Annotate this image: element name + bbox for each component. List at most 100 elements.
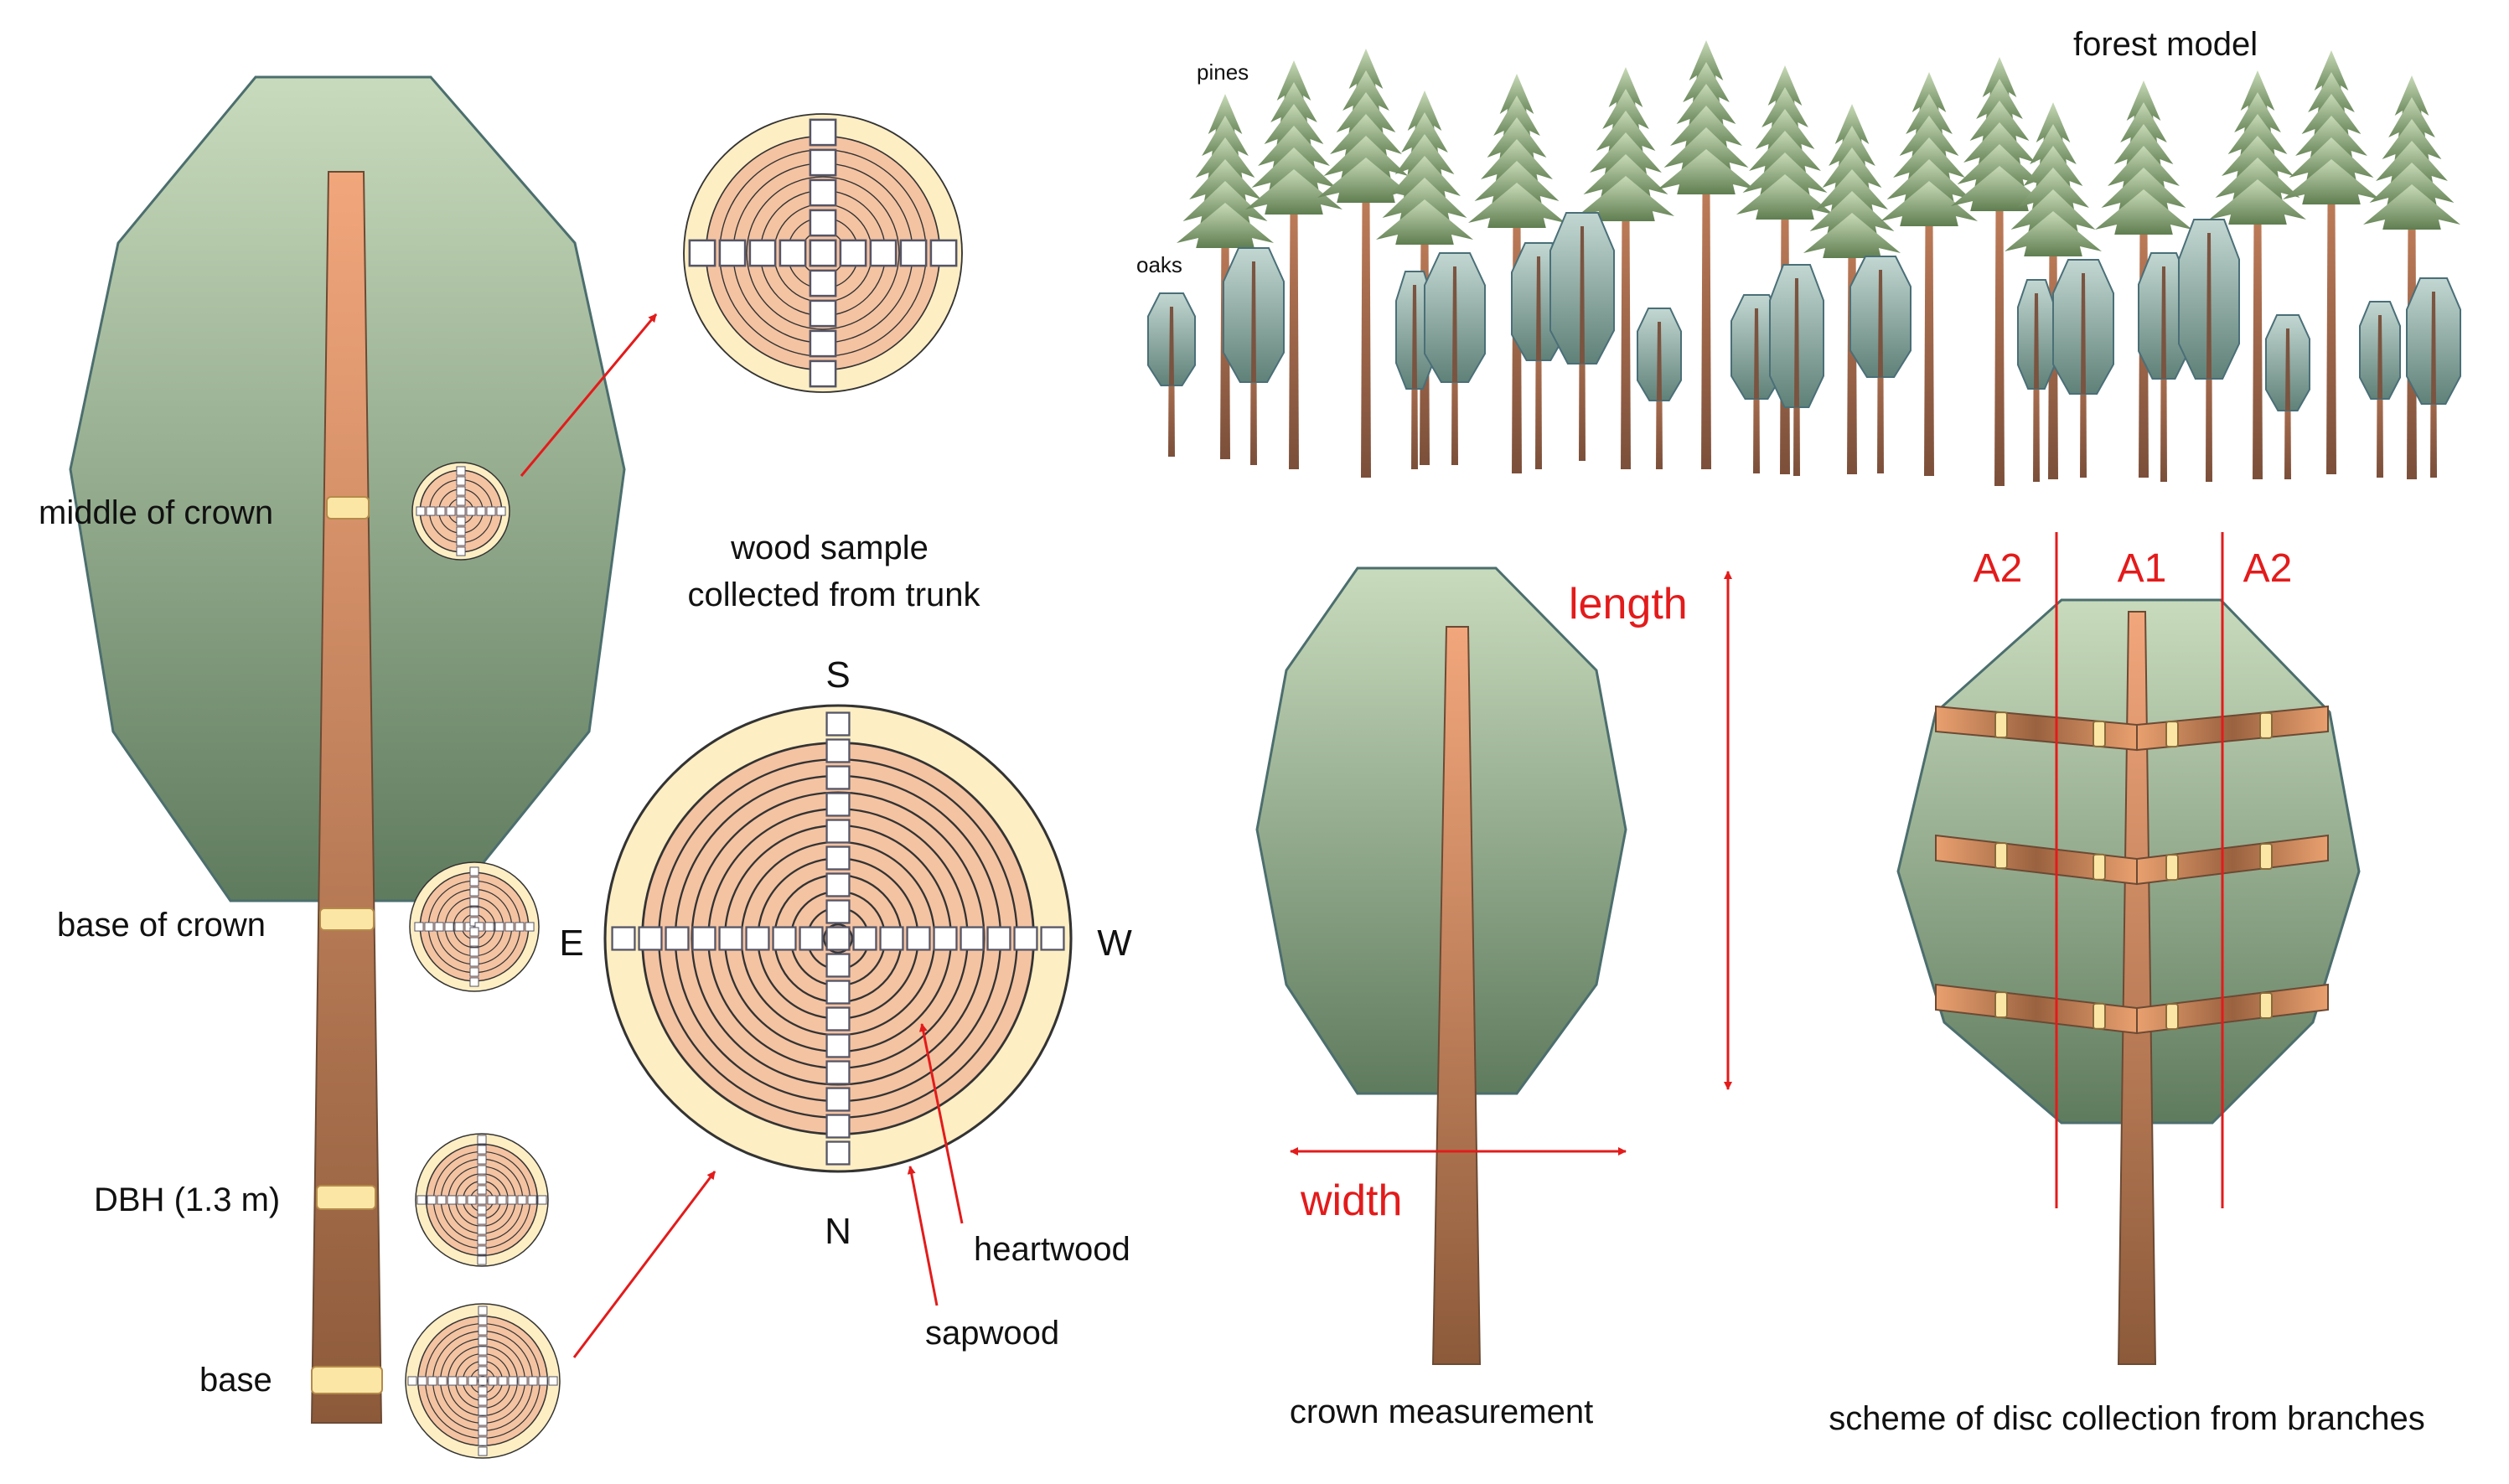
pine-tree xyxy=(1245,60,1342,469)
pine-tree xyxy=(1951,57,2048,486)
oak-inner-stem xyxy=(1412,285,1417,389)
sample-square xyxy=(478,1326,488,1336)
sample-square xyxy=(456,506,466,516)
width-label: width xyxy=(1300,1176,1402,1225)
sample-square xyxy=(825,845,851,871)
sample-square xyxy=(507,1195,517,1205)
heartwood-pointer xyxy=(918,1023,964,1224)
sample-square xyxy=(515,922,525,932)
oaks-label: oaks xyxy=(1136,252,1182,277)
sample-square xyxy=(456,466,466,476)
disc-middle-of-crown xyxy=(411,462,510,561)
sample-square xyxy=(528,1376,538,1386)
sample-square xyxy=(427,1195,437,1205)
pine-needles xyxy=(1245,169,1342,215)
sample-square xyxy=(879,926,904,951)
pine-tree xyxy=(2283,50,2380,474)
oak-inner-stem xyxy=(1169,307,1174,385)
sample-square xyxy=(638,926,663,951)
oak-inner-stem xyxy=(1794,278,1799,407)
sapwood-pointer xyxy=(907,1166,939,1306)
sample-square xyxy=(809,209,837,237)
sample-square xyxy=(477,1205,487,1215)
sample-square xyxy=(825,926,851,951)
sample-square xyxy=(456,546,466,556)
oak-tree xyxy=(1549,212,1615,461)
sample-square xyxy=(825,980,851,1005)
sample-square xyxy=(1040,926,1065,951)
sample-square xyxy=(852,926,877,951)
sample-square xyxy=(779,239,807,267)
sample-square xyxy=(477,1155,487,1165)
sample-square xyxy=(469,947,479,957)
sample-square xyxy=(437,1376,447,1386)
pine-needles xyxy=(1177,203,1274,248)
branch-disc-band xyxy=(2093,1002,2106,1030)
sample-square xyxy=(809,148,837,177)
sample-band-middle xyxy=(326,496,370,520)
branch-disc-band xyxy=(2093,853,2106,881)
sample-square xyxy=(478,1446,488,1456)
sample-square xyxy=(469,887,479,897)
branch-disc-band xyxy=(1994,842,2008,870)
sample-square xyxy=(718,926,743,951)
pine-tree xyxy=(1317,49,1415,478)
sample-square xyxy=(537,1195,547,1205)
sample-square xyxy=(496,506,506,516)
compass-east: E xyxy=(559,923,583,964)
sample-square xyxy=(469,937,479,947)
compass-north: N xyxy=(825,1211,851,1252)
disc-base-of-crown xyxy=(409,861,540,992)
sample-square xyxy=(611,926,636,951)
oak-tree xyxy=(1424,252,1486,465)
pine-needles xyxy=(1376,199,1473,245)
sample-square xyxy=(809,178,837,207)
oak-tree xyxy=(2178,219,2240,482)
sample-square xyxy=(517,1195,527,1205)
sample-square xyxy=(478,1376,488,1386)
oak-tree xyxy=(1849,256,1911,473)
label-middle-of-crown: middle of crown xyxy=(39,494,273,531)
oak-tree xyxy=(1147,292,1196,457)
branch-disc-band xyxy=(2259,992,2273,1020)
sample-square xyxy=(477,1185,487,1195)
label-base: base xyxy=(199,1362,272,1399)
sample-square xyxy=(809,359,837,388)
sample-square xyxy=(467,1195,477,1205)
sample-square xyxy=(825,899,851,924)
sample-square xyxy=(469,917,479,927)
sample-square xyxy=(688,239,716,267)
arrow-to-base-detail xyxy=(572,1171,716,1358)
branch-scheme-caption: scheme of disc collection from branches xyxy=(1829,1400,2424,1437)
sample-square xyxy=(437,1195,447,1205)
sample-square xyxy=(478,1356,488,1366)
branch-disc-band xyxy=(2259,711,2273,739)
sample-square xyxy=(456,476,466,486)
sample-square xyxy=(745,926,770,951)
sample-square xyxy=(414,922,424,932)
growth-ring xyxy=(746,176,900,330)
sample-square xyxy=(469,876,479,887)
sample-square xyxy=(809,239,837,267)
oak-inner-stem xyxy=(2034,293,2039,389)
oak-inner-stem xyxy=(1657,322,1662,401)
oak-inner-stem xyxy=(1452,266,1457,382)
oak-inner-stem xyxy=(1878,270,1883,377)
pine-needles xyxy=(2095,189,2192,235)
branch-disc-band xyxy=(1994,991,2008,1019)
forest-model xyxy=(1147,40,2461,486)
pine-needles xyxy=(1736,174,1834,220)
oak-tree xyxy=(1637,308,1682,469)
sample-square xyxy=(447,1376,458,1386)
pine-tree xyxy=(1658,40,1755,469)
oak-inner-stem xyxy=(2081,273,2086,394)
sample-square xyxy=(469,907,479,917)
sample-square xyxy=(434,922,444,932)
sample-square xyxy=(466,506,476,516)
oak-tree xyxy=(2265,314,2310,479)
sample-square xyxy=(478,1386,488,1396)
sample-square xyxy=(799,926,824,951)
sample-square xyxy=(478,1306,488,1316)
sample-square xyxy=(477,1235,487,1245)
sample-square xyxy=(809,118,837,147)
